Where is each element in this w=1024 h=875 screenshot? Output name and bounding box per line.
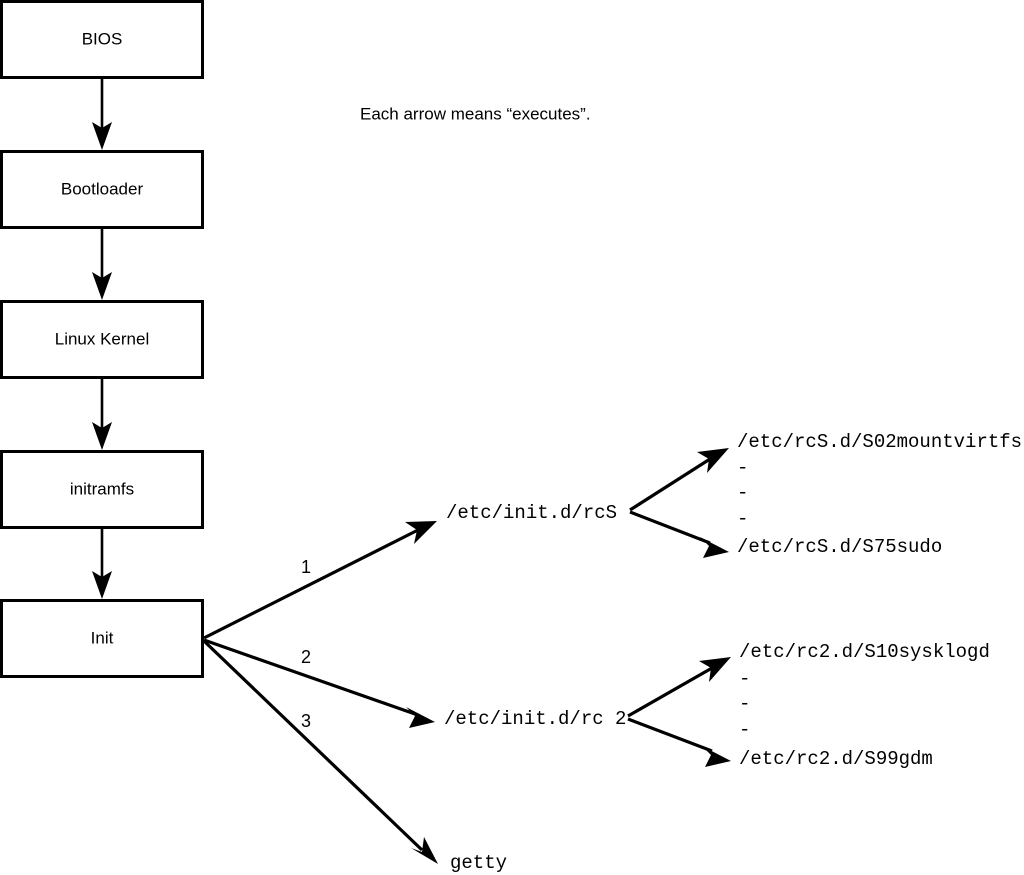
node-bootloader: Bootloader — [0, 150, 204, 229]
arrow-init-to-rc2 — [203, 638, 435, 728]
rc2-child-first-label: /etc/rc2.d/S10sysklogd — [739, 641, 990, 663]
bootloader-label: Bootloader — [61, 179, 144, 198]
arrow-head-icon — [702, 746, 731, 767]
bios-box — [0, 0, 204, 79]
rc2-ellipsis-dash-1: - — [739, 668, 750, 690]
arrow-head-icon — [697, 448, 729, 473]
arrow-head-icon — [405, 521, 437, 544]
script-rc2-label: /etc/init.d/rc 2 — [444, 708, 626, 730]
arrow-head-icon — [699, 657, 731, 682]
arrow-rcs-to-s75sudo — [629, 510, 729, 558]
arrow-head-icon — [92, 272, 112, 300]
arrow-init-to-rcs — [203, 521, 437, 640]
rcs-child-first-label: /etc/rcS.d/S02mountvirtfs — [737, 431, 1022, 453]
arrow-head-icon — [406, 707, 435, 728]
arrow-initramfs-to-init — [92, 528, 112, 599]
node-linux-kernel: Linux Kernel — [0, 300, 204, 379]
arrow-rc2-to-s99gdm — [627, 717, 731, 767]
linux-kernel-box — [0, 300, 204, 379]
node-init: Init — [0, 599, 204, 678]
rcs-ellipsis-dash-1: - — [737, 457, 748, 479]
edge-number-3: 3 — [301, 711, 311, 731]
arrow-head-icon — [700, 537, 729, 558]
arrow-rcs-to-s02mountvirtfs — [629, 448, 729, 512]
initramfs-box — [0, 450, 204, 529]
init-box — [0, 599, 204, 678]
script-getty-label: getty — [450, 852, 507, 874]
arrow-head-icon — [411, 837, 438, 864]
node-bios: BIOS — [0, 0, 204, 79]
arrow-rc2-to-s10sysklogd — [627, 657, 731, 718]
edge-number-2: 2 — [301, 647, 311, 667]
arrow-head-icon — [92, 122, 112, 150]
bios-label: BIOS — [82, 29, 123, 48]
arrow-head-icon — [92, 571, 112, 599]
rcs-child-last-label: /etc/rcS.d/S75sudo — [737, 536, 942, 558]
rcs-ellipsis-dash-3: - — [737, 508, 748, 530]
rcs-ellipsis-dash-2: - — [737, 482, 748, 504]
arrow-init-to-getty — [202, 639, 438, 864]
rc2-ellipsis-dash-2: - — [739, 693, 750, 715]
script-rcs-label: /etc/init.d/rcS — [446, 502, 617, 524]
arrow-head-icon — [92, 422, 112, 450]
arrow-bios-to-bootloader — [92, 78, 112, 150]
init-label: Init — [91, 628, 114, 647]
arrow-kernel-to-initramfs — [92, 378, 112, 450]
legend-note: Each arrow means “executes”. — [360, 104, 591, 123]
bootloader-box — [0, 150, 204, 229]
rc2-ellipsis-dash-3: - — [739, 719, 750, 741]
edge-number-1: 1 — [301, 557, 311, 577]
node-initramfs: initramfs — [0, 450, 204, 529]
arrow-bootloader-to-kernel — [92, 228, 112, 300]
rc2-child-last-label: /etc/rc2.d/S99gdm — [739, 748, 933, 770]
linux-kernel-label: Linux Kernel — [55, 329, 150, 348]
initramfs-label: initramfs — [70, 479, 134, 498]
